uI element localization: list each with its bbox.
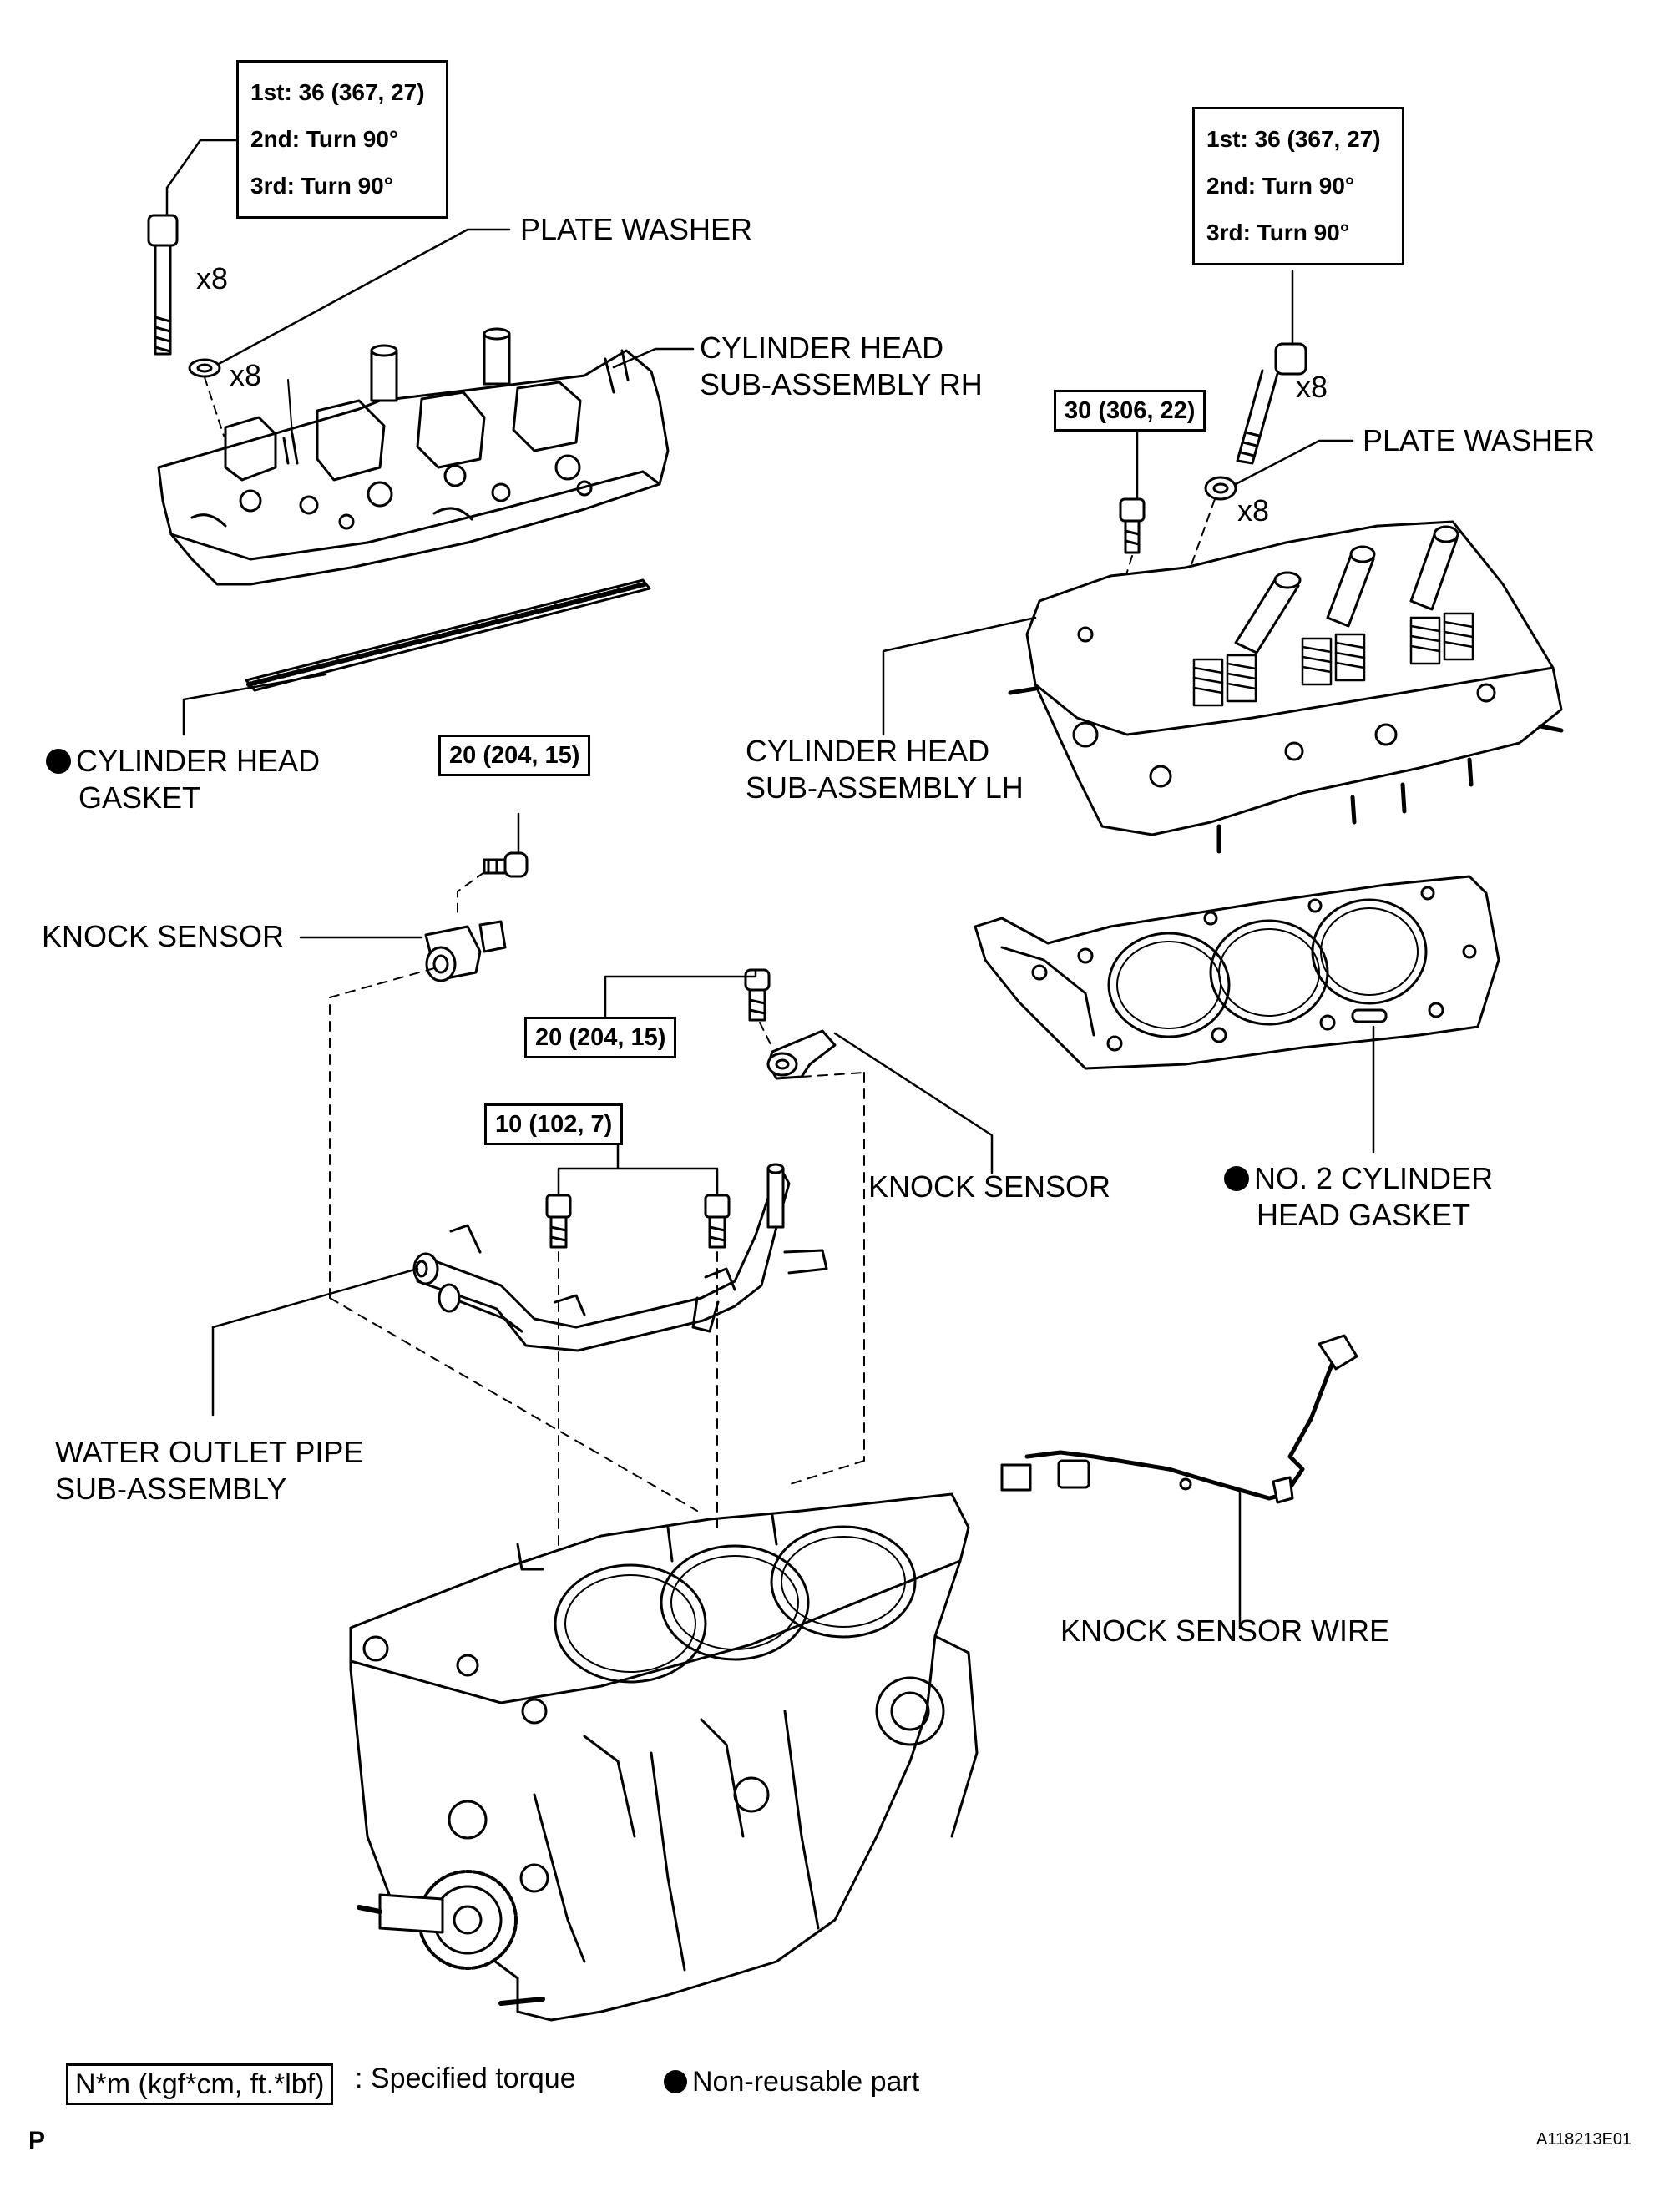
torque-box-lh-head-bolt: 1st: 36 (367, 27) 2nd: Turn 90° 3rd: Tur… [1192, 107, 1404, 265]
rh-plate-washer [188, 358, 221, 378]
label-no2-gasket-text1: NO. 2 CYLINDER [1254, 1161, 1494, 1195]
cylinder-block-drawing [349, 1492, 979, 2022]
label-no2-gasket-line1: NO. 2 CYLINDER [1224, 1160, 1493, 1197]
label-cylinder-head-gasket-line1: CYLINDER HEAD [46, 743, 320, 780]
figure-id: A118213E01 [1536, 2130, 1632, 2149]
label-cylinder-head-rh-line2: SUB-ASSEMBLY RH [700, 367, 983, 401]
knock-sensor-right-bolt [744, 968, 771, 992]
water-outlet-pipe-drawing [211, 1138, 828, 1417]
label-knock-sensor-right: KNOCK SENSOR [868, 1169, 1111, 1204]
legend-non-reusable-dot [664, 2070, 687, 2093]
label-cylinder-head-gasket-text1: CYLINDER HEAD [76, 744, 321, 778]
lh-plate-washer [1204, 476, 1237, 501]
torque-box-knock-sensor-2: 20 (204, 15) [524, 1017, 677, 1058]
label-cylinder-head-lh-line1: CYLINDER HEAD [746, 734, 990, 768]
cylinder-head-rh-drawing [147, 214, 670, 586]
qty-rh-bolts: x8 [196, 261, 229, 295]
torque-box-lh-small-bolt: 30 (306, 22) [1054, 390, 1206, 432]
knock-sensor-right-drawing [604, 968, 994, 1174]
knock-sensor-wire-drawing [1000, 1334, 1358, 1629]
non-reusable-dot [1224, 1166, 1249, 1191]
lh-leader-lines [882, 270, 1354, 736]
water-pipe-bolt-right [704, 1194, 731, 1219]
label-water-outlet-pipe-line2: SUB-ASSEMBLY [55, 1472, 287, 1506]
label-plate-washer-lh: PLATE WASHER [1363, 423, 1596, 457]
torque-box-rh-head-bolt: 1st: 36 (367, 27) 2nd: Turn 90° 3rd: Tur… [236, 60, 448, 219]
cylinder-head-lh-drawing [1008, 342, 1564, 854]
assembly-dashed-lines [329, 967, 865, 1549]
torque-lh-third: 3rd: Turn 90° [1206, 220, 1349, 245]
torque-lh-first: 1st: 36 (367, 27) [1206, 126, 1381, 152]
qty-lh-washers: x8 [1237, 493, 1270, 528]
knock-sensor-left-drawing [299, 812, 529, 982]
rh-leader-lines [165, 139, 695, 736]
label-cylinder-head-rh-line1: CYLINDER HEAD [700, 331, 944, 365]
qty-lh-bolts: x8 [1296, 370, 1328, 404]
label-water-outlet-pipe-line1: WATER OUTLET PIPE [55, 1435, 364, 1469]
label-knock-sensor-left: KNOCK SENSOR [42, 919, 285, 953]
qty-rh-washers: x8 [230, 358, 262, 392]
legend-torque-desc: : Specified torque [355, 2063, 576, 2094]
label-cylinder-head-gasket-line2: GASKET [78, 780, 201, 815]
label-knock-sensor-wire: KNOCK SENSOR WIRE [1060, 1614, 1390, 1648]
legend-non-reusable-text: Non-reusable part [692, 2066, 920, 2098]
page-mark: P [28, 2127, 46, 2154]
label-no2-gasket-line2: HEAD GASKET [1257, 1198, 1471, 1232]
torque-rh-first: 1st: 36 (367, 27) [250, 79, 425, 105]
legend-torque-unit-box: N*m (kgf*cm, ft.*lbf) [66, 2063, 334, 2105]
no2-cylinder-head-gasket-drawing [974, 875, 1500, 1154]
torque-box-knock-sensor-1: 20 (204, 15) [438, 735, 591, 776]
water-pipe-bolt-left [545, 1194, 572, 1219]
label-plate-washer-rh: PLATE WASHER [520, 212, 753, 246]
label-cylinder-head-lh-line2: SUB-ASSEMBLY LH [746, 770, 1024, 805]
lh-head-bolt [1274, 342, 1307, 376]
legend-non-reusable: Non-reusable part [664, 2063, 919, 2100]
cylinder-head-gasket-drawing [245, 578, 651, 692]
torque-rh-third: 3rd: Turn 90° [250, 173, 393, 199]
knock-sensor-left-bolt [503, 851, 529, 878]
torque-rh-second: 2nd: Turn 90° [250, 126, 399, 152]
torque-box-water-pipe-bolts: 10 (102, 7) [484, 1103, 624, 1145]
torque-lh-second: 2nd: Turn 90° [1206, 173, 1355, 199]
non-reusable-dot [46, 749, 71, 774]
rh-head-bolt [147, 214, 179, 247]
lh-small-bolt [1119, 497, 1146, 523]
